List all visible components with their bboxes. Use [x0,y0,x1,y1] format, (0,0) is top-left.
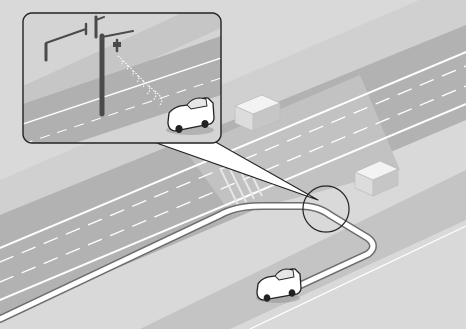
inset-panel [23,0,221,160]
